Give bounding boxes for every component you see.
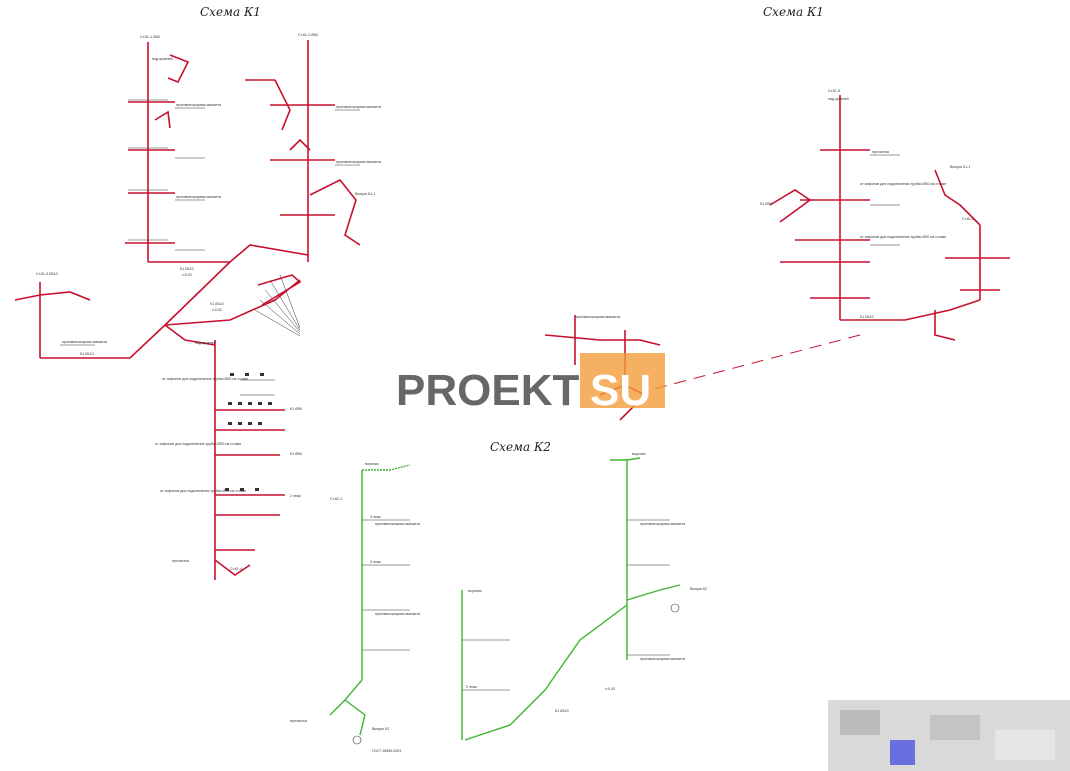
riser-4-label-bottom: Ст.К1-4 bbox=[230, 567, 242, 571]
title-k1-right: Схема К1 bbox=[763, 5, 824, 19]
k2-floor-2: 2 этаж bbox=[370, 560, 381, 564]
k2-riser-1-label: Ст.К2-1 bbox=[330, 497, 342, 501]
k2-collector bbox=[464, 604, 628, 741]
riser-5-label-pipe: К1 Ø50 bbox=[760, 202, 772, 206]
riser-1-note-1: противопожарная манжета bbox=[176, 103, 221, 107]
riser-4-branches: от сифонов для подключения трубки Ø50 на… bbox=[155, 377, 302, 576]
k2-note-3: противопожарная манжета bbox=[640, 522, 685, 526]
k2-collector-label: К1 Ø110 bbox=[555, 709, 569, 713]
k2-funnel-1: воронка bbox=[365, 462, 379, 466]
watermark-box bbox=[580, 353, 665, 408]
watermark-text: PROEKT bbox=[396, 366, 579, 415]
riser-4-label-2: К1 Ø50 bbox=[290, 452, 302, 456]
riser-1-branches: противопожарная манжета противопожарная … bbox=[125, 54, 221, 251]
main-collector-top bbox=[148, 244, 309, 263]
riser-5-branches: прочистка от сифонов для подключения тру… bbox=[760, 149, 946, 299]
k2-collector-slope: i=0,03 bbox=[605, 687, 615, 691]
outlet-k1-1-label: Выпуск К1-1 bbox=[355, 192, 375, 196]
fixtures-lower bbox=[225, 373, 272, 491]
riser-2-label: Ст.К1-2 Ø50 bbox=[298, 33, 318, 37]
riser-6-label: Ст.К1-6 bbox=[962, 217, 974, 221]
k2-note-1: противопожарная манжета bbox=[375, 522, 420, 526]
collector-branch bbox=[164, 279, 301, 326]
title-k1-left: Схема К1 bbox=[200, 5, 261, 19]
riser-5-note-3: от сифонов для подключения трубки Ø50 на… bbox=[860, 235, 946, 239]
k2-funnel-2: воронка bbox=[468, 589, 482, 593]
riser-2-branches: противопожарная манжета противопожарная … bbox=[245, 79, 381, 246]
riser-4-floor: 2 этаж bbox=[290, 494, 301, 498]
collector-label-3: К1 Ø110 bbox=[80, 352, 94, 356]
k2-funnel-3: воронка bbox=[632, 452, 646, 456]
k2-outlet-3 bbox=[626, 584, 681, 601]
scheme-k1-right: Ст.К1-5 над кровлей прочистка от сифонов… bbox=[760, 89, 1010, 341]
k2-note-2: противопожарная манжета bbox=[375, 612, 420, 616]
outlet-right-label: Выпуск К1-1 bbox=[950, 165, 970, 169]
scheme-k1-left: Ст.К1-1 Ø50 над кровлей противопожарная … bbox=[14, 33, 381, 580]
leader-fan bbox=[254, 274, 302, 337]
title-k2: Схема К2 bbox=[490, 440, 551, 454]
riser-1-note-2: противопожарная манжета bbox=[176, 195, 221, 199]
riser-4-note-3: от сифонов для подключения трубки Ø50 на… bbox=[160, 489, 246, 493]
riser-4-revision: прочистка bbox=[172, 559, 189, 563]
k2-note-4: противопожарная манжета bbox=[640, 657, 685, 661]
riser-5-note-1: прочистка bbox=[872, 150, 889, 154]
riser-1-label: Ст.К1-1 Ø50 bbox=[140, 35, 160, 39]
riser-4-label-1: К1 Ø50 bbox=[290, 407, 302, 411]
riser-4-note-2: от сифонов для подключения трубки Ø50 на… bbox=[155, 442, 241, 446]
collector-right bbox=[840, 299, 981, 321]
k2-outlet-label: Выпуск К2 bbox=[372, 727, 389, 731]
scheme-k2: воронка Ст.К2-1 3 этаж 2 этаж противопож… bbox=[290, 452, 707, 753]
watermark-box-text: SU bbox=[590, 366, 651, 415]
riser-5-label: Ст.К1-5 bbox=[828, 89, 840, 93]
riser-5-note-2: от сифонов для подключения трубки Ø50 на… bbox=[860, 182, 946, 186]
k2-outlet-3-label: Выпуск К2 bbox=[690, 587, 707, 591]
collector-label-1: К1 Ø110 bbox=[180, 267, 194, 271]
outlet-right-pipe bbox=[934, 169, 981, 226]
dashed-connection bbox=[649, 334, 861, 391]
riser-4-note-1: от сифонов для подключения трубки Ø50 на… bbox=[162, 377, 248, 381]
k2-gost: ГОСТ 18599-2001 bbox=[372, 749, 401, 753]
fragment-note: противопожарная манжета bbox=[575, 315, 620, 319]
riser-2-note-1: противопожарная манжета bbox=[336, 105, 381, 109]
k2-floor-1: 3 этаж bbox=[370, 515, 381, 519]
riser-4-link bbox=[164, 324, 216, 346]
collector-slope-2: i=0,02 bbox=[212, 308, 222, 312]
collector-slope-1: i=0,02 bbox=[182, 273, 192, 277]
collector-label-2: К1 Ø110 bbox=[210, 302, 224, 306]
riser-3-label: Ст.К1-3 Ø110 bbox=[36, 272, 58, 276]
k2-revision-1: прочистка bbox=[290, 719, 307, 723]
riser-3-note: противопожарная манжета bbox=[62, 340, 107, 344]
riser-1-roof: над кровлей bbox=[152, 57, 173, 61]
riser-4-roof: над кровлей bbox=[195, 341, 216, 345]
main-collector-diag bbox=[40, 261, 231, 359]
riser-5-roof: над кровлей bbox=[828, 97, 849, 101]
blurred-logo-badge bbox=[828, 700, 1070, 771]
collector-right-label: К1 Ø110 bbox=[860, 315, 874, 319]
riser-2-note-2: противопожарная манжета bbox=[336, 160, 381, 164]
k2-floor-3: 2 этаж bbox=[466, 685, 477, 689]
watermark: PROEKT SU bbox=[396, 353, 665, 415]
